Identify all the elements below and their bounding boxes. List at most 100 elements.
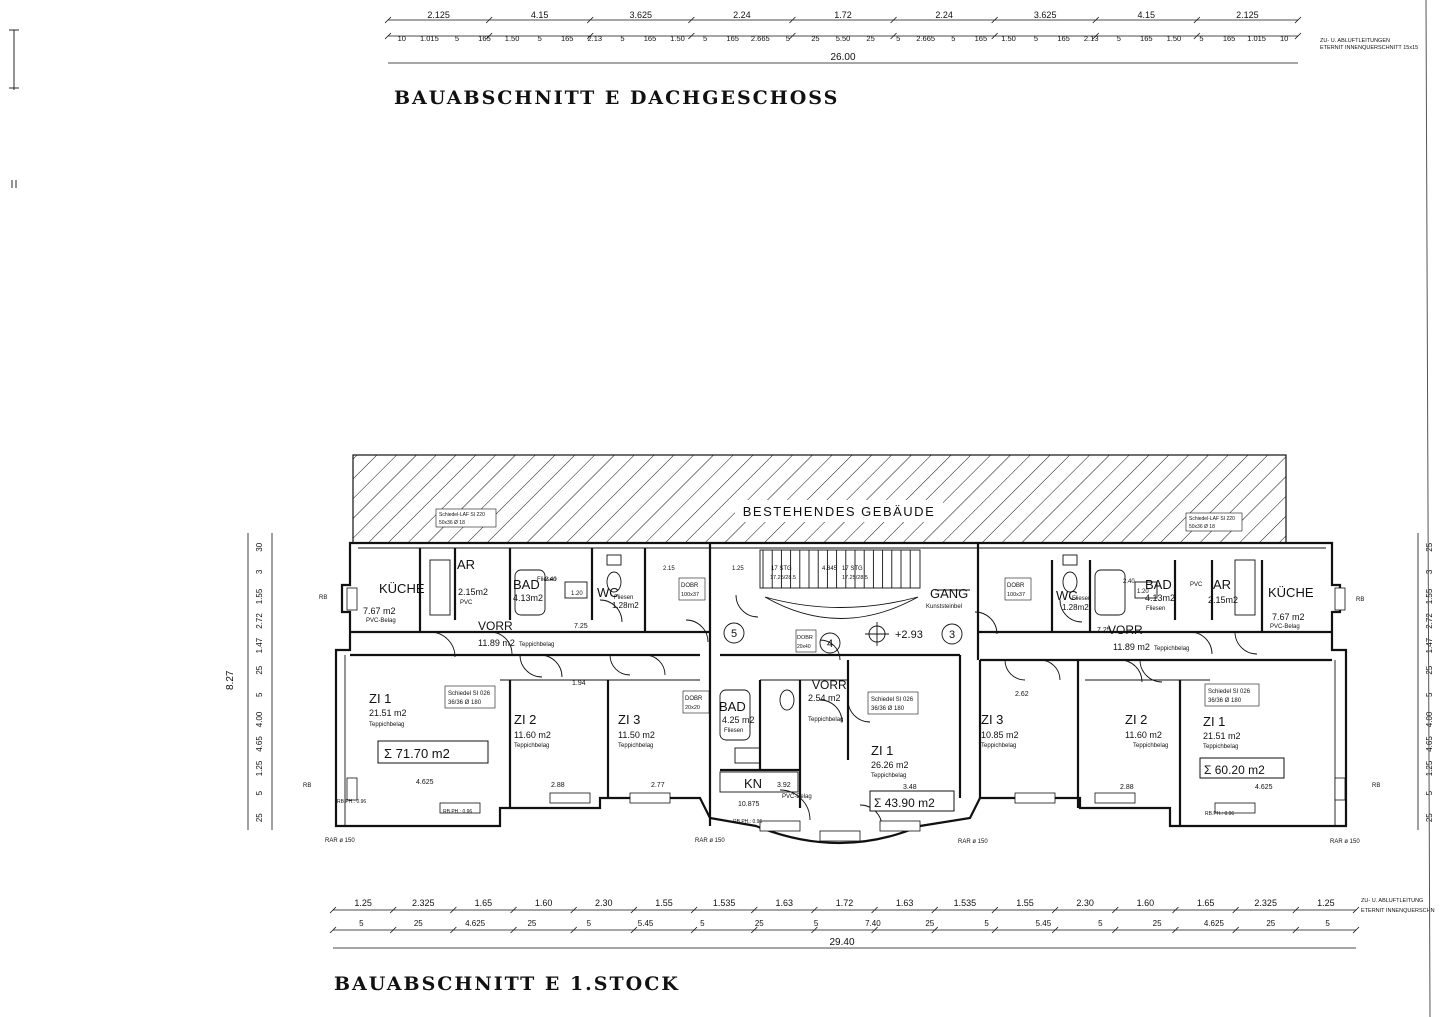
room-name-bad-right: BAD [1145,577,1172,592]
bottom-dim-r2-4: 5 [587,919,592,928]
room-area-zi1-left: 21.51 m2 [369,708,407,718]
bottom-dim-r1-9: 1.63 [896,898,914,908]
bottom-dim-r2-5: 5.45 [638,919,654,928]
room-floor-zi3-right: Teppichbelag [981,743,1016,749]
rb-left-top: RB [319,595,327,601]
left-total-dim: 8.27 [225,670,236,690]
top-dim-r2-17: 25 [866,34,874,43]
top-dim-r2-6: 165 [561,34,574,43]
window-front [629,792,671,804]
dim-tick [690,906,698,914]
room-name-ar-left: AR [457,557,475,572]
window-front [819,830,861,842]
dim-tick [688,32,695,40]
dim-tick [450,906,457,914]
bottom-dim-r2-17: 5 [1325,919,1330,928]
top-dim-r2-2: 5 [455,34,459,43]
rbph-1: RB.PH.: 0.96 [337,799,366,805]
right-dim-8: 4.65 [1425,736,1434,752]
top-dim-r2-8: 5 [620,34,624,43]
room-name-wc-right: WC [1056,588,1078,603]
top-dim-r2-18: 5 [896,34,900,43]
dim-tick [1352,906,1360,914]
top-dim-r2-25: 2.13 [1084,34,1099,43]
dim-4625-right: 4.625 [1255,784,1273,791]
left-dim-8: 4.65 [255,736,264,752]
room-area-wc-right: 1.28m2 [1062,603,1089,612]
dobr-1-sub: 100x37 [681,592,699,598]
window-front [1214,802,1256,814]
bottom-dim-r2-3: 25 [527,919,536,928]
dim-tick [991,32,998,40]
total-right: Σ 60.20 m2 [1204,763,1265,777]
schiedel-top-left-label: Schiedel-LAF SI 220 [439,512,485,518]
schiedel-center: Schiedel SI 026 [871,697,914,703]
dim-tick [389,926,397,934]
dim-tick [1292,926,1300,934]
window-front [439,802,481,814]
dim-348: 3.48 [903,784,917,791]
room-floor-bad-left: Fliesen [537,577,556,583]
room-area-ar-right: 2.15m2 [1208,595,1238,605]
dobr-4: DOBR [1007,583,1025,589]
bottom-section-title: BAUABSCHNITT E 1.STOCK [334,973,680,995]
window-front [549,792,591,804]
top-dim-r2-1: 1.015 [420,34,439,43]
existing-building: BESTEHENDES GEBÄUDE Schiedel-LAF SI 220 … [352,454,1287,544]
dobr-2-sub: 20x20 [685,705,700,711]
top-dim-r1-3: 2.24 [733,10,751,20]
room-floor-vorr-left: Teppichbelag [519,642,554,648]
room-floor-kn-center: PVC-Belag [782,794,812,800]
top-dim-r2-26: 5 [1117,34,1121,43]
dim-tick [510,926,517,934]
window-side [346,777,358,801]
rbph-3: RB.PH.: 0.96 [733,819,762,825]
right-dim-7: 4.00 [1425,711,1434,727]
room-name-zi1-right: ZI 1 [1203,714,1225,729]
room-floor-zi3-left: Teppichbelag [618,743,653,749]
left-dim-5: 25 [255,665,264,674]
top-dim-r1-1: 4.15 [531,10,549,20]
room-area-zi1-center: 26.26 m2 [871,760,909,770]
schiedel-right-sub: 36/36 Ø 180 [1208,698,1242,704]
top-section-title: BAUABSCHNITT E DACHGESCHOSS [394,87,839,109]
room-name-zi3-right: ZI 3 [981,712,1003,727]
bottom-dim-r1-16: 1.25 [1317,898,1335,908]
room-name-kueche-left: KÜCHE [379,581,425,596]
right-dim-3: 2.72 [1425,613,1434,629]
bottom-dim-r1-11: 1.55 [1016,898,1034,908]
dim-tick [890,16,897,24]
bottom-total-dim: 29.40 [829,937,854,948]
bottom-dim-r1-10: 1.535 [954,898,977,908]
schiedel-top-right-label: Schiedel-LAF SI 220 [1189,516,1235,522]
dobr-1: DOBR [681,583,699,589]
total-center: Σ 43.90 m2 [874,796,935,810]
top-dim-r2-24: 165 [1057,34,1070,43]
left-dim-0: 30 [255,542,264,551]
bottom-dim-r2-8: 5 [814,919,819,928]
room-name-kueche-right: KÜCHE [1268,585,1314,600]
dim-tick [485,16,493,24]
room-area-vorr-left: 11.89 m2 [478,638,515,648]
right-dim-5: 25 [1425,665,1434,674]
dim-tick [1092,32,1100,40]
bottom-dim-r1-3: 1.60 [535,898,553,908]
window-side [346,587,358,611]
room-name-vorr-left: VORR [478,619,513,633]
total-left: Σ 71.70 m2 [384,746,450,761]
top-dim-r2-21: 165 [975,34,988,43]
bottom-dim-r1-14: 1.65 [1197,898,1215,908]
room-floor-kueche-right: PVC-Belag [1270,624,1300,630]
stair-left-sub: 17.25/28.5 [770,575,796,581]
dobr-3: DOBR [797,635,813,641]
right-dim-4: 1.47 [1425,637,1434,653]
dim-tick [1112,926,1119,934]
bottom-dim-r1-2: 1.65 [475,898,493,908]
rb-left-bottom: RB [303,783,311,789]
dim-tick [991,906,999,914]
room-area-bad-left: 4.13m2 [513,593,543,603]
left-dim-7: 4.00 [255,711,264,727]
room-area-bad-center: 4.25 m2 [722,715,755,725]
dim-725-right: 7.25 [1097,627,1111,634]
